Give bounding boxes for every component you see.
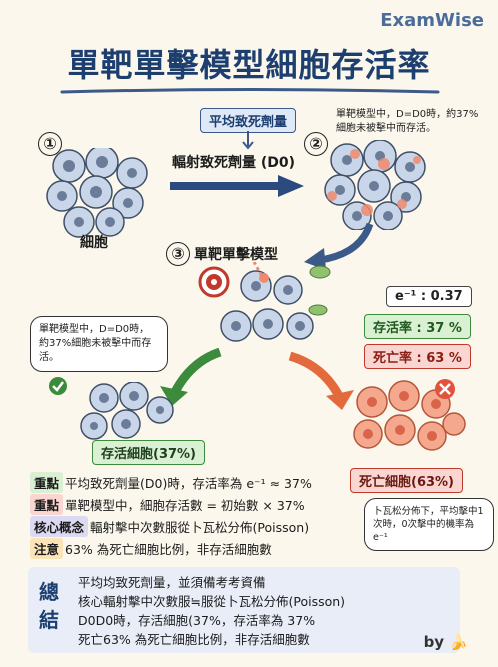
page-title: 單靶單擊模型細胞存活率 <box>67 46 431 84</box>
top-right-note: 單靶模型中，D=D0時，約37%細胞未被擊中而存活。 <box>336 109 479 134</box>
key-point-3-text: 輻射擊中次數服從卜瓦松分佈(Poisson) <box>90 520 310 535</box>
key-point-2: 重點 單靶模型中，細胞存活數 = 初始數 × 37% <box>30 494 305 515</box>
summary-line-3: D0D0時，存活細胞(37%，存活率為 37% <box>78 613 316 628</box>
death-rate-tag: 死亡率 : 63 % <box>364 344 471 369</box>
brand-logo: ExamWise <box>380 10 484 31</box>
summary-line-1: 平均均致死劑量，並須備考考資備 <box>78 575 266 590</box>
x-icon <box>435 379 455 399</box>
e-value-tag: e⁻¹ : 0.37 <box>386 286 472 307</box>
healthy-cell-cluster <box>46 148 148 238</box>
key-point-1: 重點 平均致死劑量(D0)時，存活率為 e⁻¹ ≈ 37% <box>30 472 312 493</box>
target-icon <box>198 266 230 298</box>
check-icon <box>49 377 67 395</box>
dead-cells-label: 死亡細胞(63%) <box>350 468 463 493</box>
left-note-bubble: 單靶模型中，D=D0時，約37%細胞未被擊中而存活。 <box>30 316 168 372</box>
summary-line-2: 核心輻射擊中次數服≒服從卜瓦松分佈(Poisson) <box>78 594 346 609</box>
byline-text: by <box>423 633 445 651</box>
key-point-4-tag: 注意 <box>30 538 64 559</box>
orange-arrow-icon <box>288 352 354 410</box>
key-point-4-text: 63% 為死亡細胞比例，非存活細胞數 <box>65 542 272 557</box>
surviving-cells-label: 存活細胞(37%) <box>92 440 205 465</box>
cells-label: 細胞 <box>80 235 108 251</box>
step-3-marker: ③ <box>166 242 190 266</box>
key-point-3-tag: 核心概念 <box>30 516 89 537</box>
title-underline <box>60 88 440 94</box>
radiation-arrow-icon <box>170 175 304 197</box>
curved-arrow-icon <box>304 222 374 270</box>
key-point-1-text: 平均致死劑量(D0)時，存活率為 e⁻¹ ≈ 37% <box>65 476 312 491</box>
bacteria-icon <box>308 265 331 316</box>
key-point-4: 注意 63% 為死亡細胞比例，非存活細胞數 <box>30 538 272 559</box>
step-1-marker: ① <box>38 132 62 156</box>
step-2-marker: ② <box>304 132 328 156</box>
key-point-1-tag: 重點 <box>30 472 64 493</box>
survival-rate-tag: 存活率 : 37 % <box>364 314 471 339</box>
banana-icon: 🍌 <box>449 633 468 651</box>
summary-box <box>28 567 460 653</box>
key-point-2-tag: 重點 <box>30 494 64 515</box>
summary-key: 總結 <box>39 580 59 632</box>
model-label: 單靶單擊模型 <box>194 247 278 263</box>
target-hit-illustration <box>198 262 331 342</box>
radiation-dose-label: 輻射致死劑量 (D0) <box>172 155 296 171</box>
key-point-3: 核心概念 輻射擊中次數服從卜瓦松分佈(Poisson) <box>30 516 309 537</box>
key-point-2-text: 單靶模型中，細胞存活數 = 初始數 × 37% <box>65 498 305 513</box>
poisson-note-bubble: 卜瓦松分佈下，平均擊中1次時，0次擊中的機率為e⁻¹ <box>364 498 494 551</box>
down-arrow-icon <box>242 131 254 150</box>
summary-line-4: 死亡63% 為死亡細胞比例，非存活細胞數 <box>78 632 310 647</box>
green-arrow-icon <box>160 348 222 406</box>
byline: by 🍌 <box>424 633 468 651</box>
surviving-cell-cluster <box>80 382 174 440</box>
irradiated-cell-cluster <box>324 140 426 230</box>
